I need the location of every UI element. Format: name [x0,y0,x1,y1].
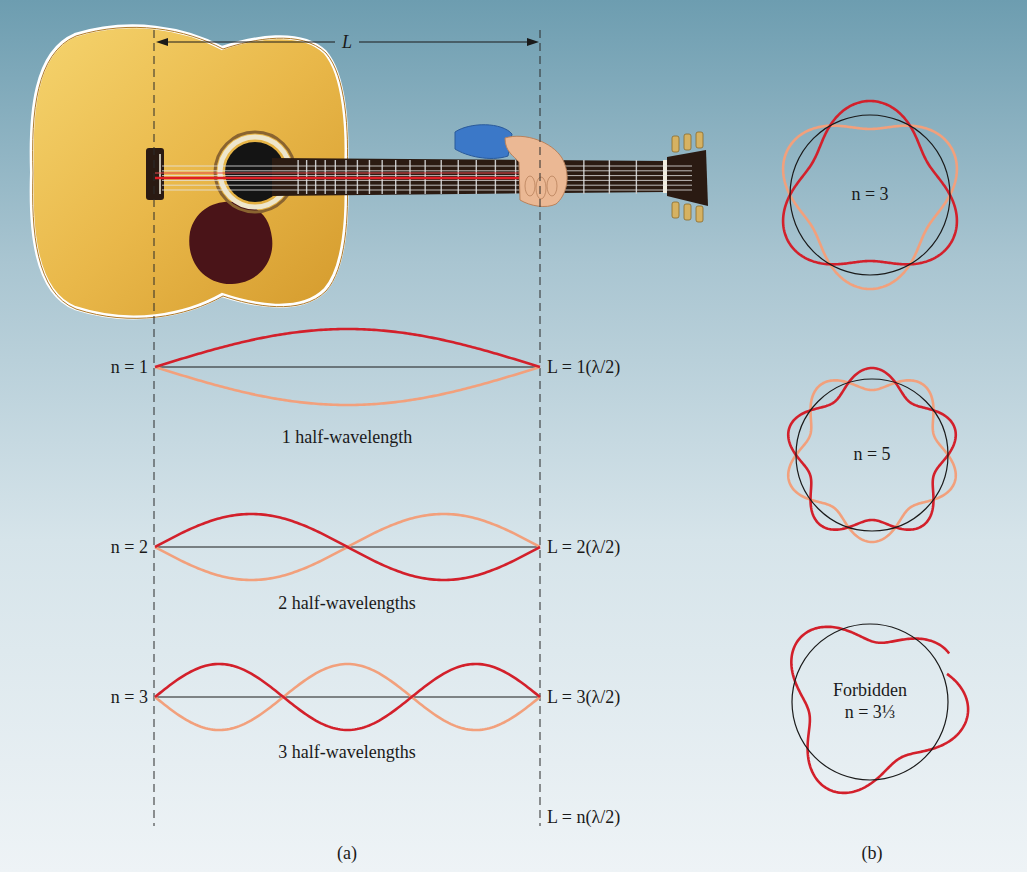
string [162,170,692,171]
wave-curve [783,126,957,289]
length-formula: L = 1(λ/2) [547,357,620,378]
finger [525,176,535,196]
mode-ring: Forbiddenn = 3⅓ [792,624,948,780]
dimension-label: L [342,32,352,53]
panel-label: (a) [337,843,357,864]
wave-curve [791,627,968,793]
general-formula: L = n(λ/2) [547,807,620,828]
plucked-string [155,177,540,180]
saddle [159,154,161,194]
tuner [684,134,691,150]
tuner [684,204,691,220]
wave-curve [155,664,540,730]
dashed-guide [540,30,541,826]
finger [536,177,546,199]
wave-caption: 2 half-wavelengths [278,593,415,614]
bridge [146,148,164,200]
equilibrium-line [155,367,540,368]
arrowhead [527,38,539,46]
string [162,180,692,181]
string [162,175,692,176]
tuners [672,132,703,222]
length-formula: L = 3(λ/2) [547,687,620,708]
mode-ring: n = 5 [796,379,948,531]
ring-label: n = 3 [851,184,888,206]
wave-curve [155,514,540,580]
wave-curve [155,514,540,580]
hand [505,136,567,206]
tuner [696,206,703,222]
ring-sublabel: n = 3⅓ [845,702,896,724]
sleeve [455,125,512,159]
equilibrium-line [155,697,540,698]
tuner [696,132,703,148]
arrowhead [156,38,168,46]
wave-curve [783,101,957,264]
wave-caption: 3 half-wavelengths [278,742,415,763]
mode-number: n = 1 [111,357,148,378]
panel-label: (b) [862,843,883,864]
ring-label: n = 5 [853,444,890,466]
fret [583,160,584,194]
finger [547,176,557,196]
string [162,166,692,167]
length-formula: L = 2(λ/2) [547,537,620,558]
plucked-string [155,172,540,173]
wave-curve [155,367,540,405]
ring-label: Forbidden [833,680,907,702]
pickguard [189,202,272,284]
tuner [672,202,679,218]
mode-ring: n = 3 [790,115,950,275]
dimension-line [160,41,335,42]
ring-circle [796,379,948,531]
nut [663,160,667,193]
headstock [667,150,708,206]
wave-caption: 1 half-wavelength [282,427,412,448]
wave-curve [788,368,956,530]
string [162,190,692,191]
wave-curve [155,664,540,730]
standing-waves [155,101,968,793]
dimension-line [359,41,535,42]
dashed-guide [154,30,155,826]
mode-number: n = 2 [111,537,148,558]
fret [636,160,637,194]
string [162,185,692,186]
mode-number: n = 3 [111,687,148,708]
tuner [672,136,679,152]
wave-curve [155,329,540,367]
fret [609,160,610,194]
ring-circle [792,624,948,780]
ring-circle [790,115,950,275]
guitar-illustration [32,26,708,318]
